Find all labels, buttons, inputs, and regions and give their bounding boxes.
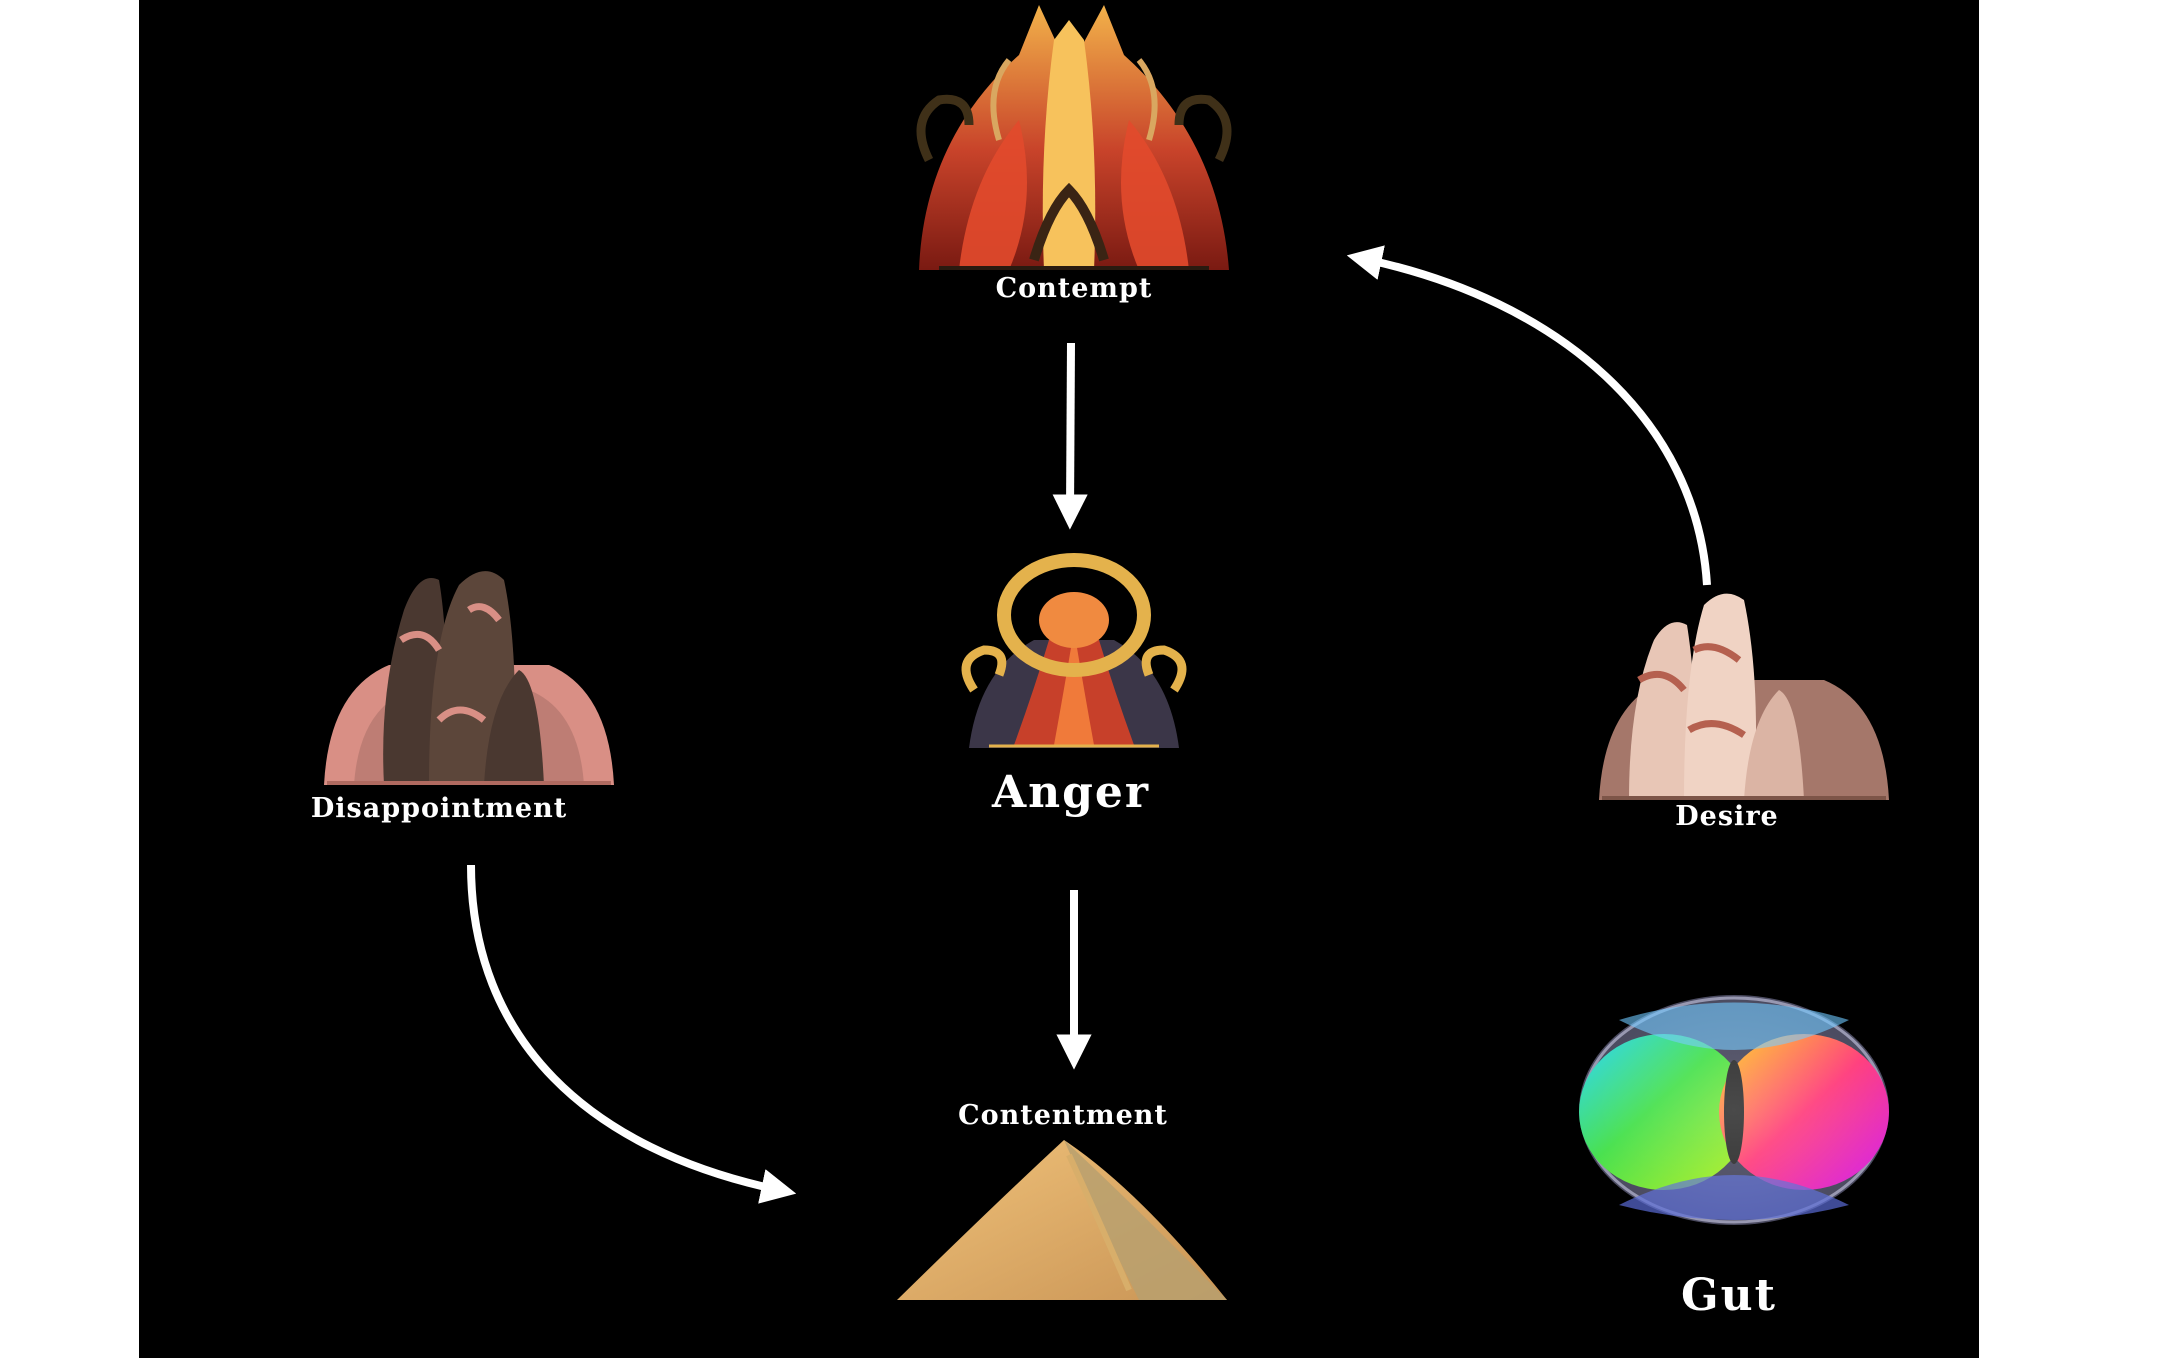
node-disappointment: Disappointment <box>311 571 614 824</box>
dark-rock-dome-icon <box>324 571 614 785</box>
node-label: Anger <box>991 767 1150 818</box>
lava-mask-icon <box>961 553 1187 748</box>
node-label: Disappointment <box>311 793 567 824</box>
node-label: Desire <box>1675 801 1778 832</box>
node-label: Contempt <box>996 273 1153 304</box>
edge-contempt-to-anger <box>1052 342 1088 530</box>
edge-disappointment-to-contentment <box>467 864 797 1204</box>
node-desire: Desire <box>1599 593 1889 832</box>
pink-rock-dome-icon <box>1599 593 1889 800</box>
rainbow-torus-icon <box>1579 995 1889 1225</box>
node-gut: Gut <box>1579 995 1889 1321</box>
node-contentment: Contentment <box>897 1100 1227 1300</box>
node-anger: Anger <box>961 553 1187 818</box>
flame-crown-icon <box>916 5 1232 270</box>
edge-desire-to-contempt <box>1346 245 1711 586</box>
sand-dune-icon <box>897 1140 1227 1300</box>
node-label: Contentment <box>958 1100 1168 1131</box>
node-contempt: Contempt <box>916 5 1232 304</box>
node-label: Gut <box>1681 1270 1777 1321</box>
diagram-canvas: Contempt Anger Disappointment <box>139 0 1979 1358</box>
emotion-flow-diagram: Contempt Anger Disappointment <box>311 5 1889 1321</box>
